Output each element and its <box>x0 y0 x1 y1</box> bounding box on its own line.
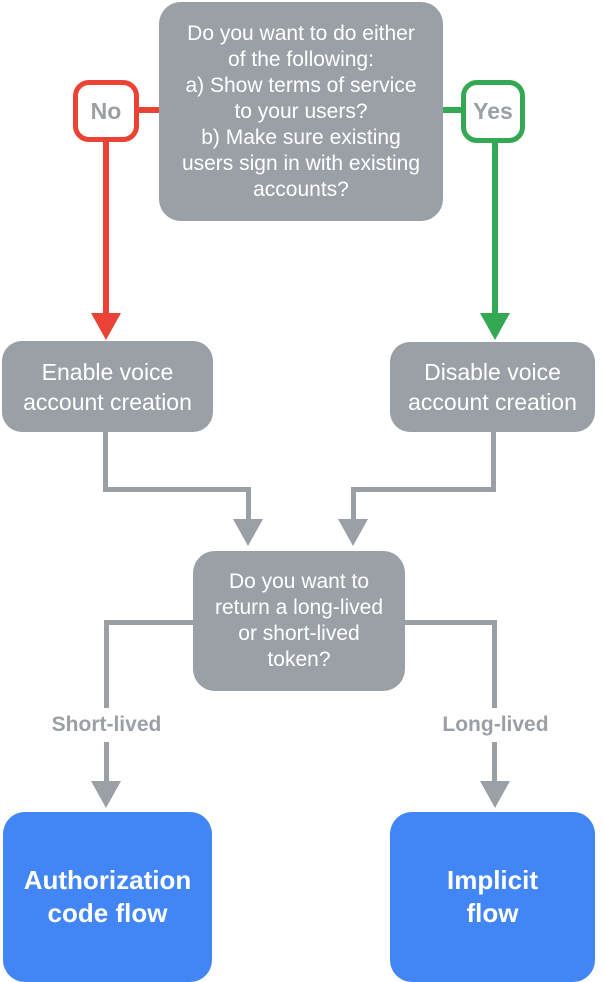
yes-branch-vertical-line <box>492 141 498 314</box>
implicit-flow-box: Implicit flow <box>390 812 595 982</box>
short-lived-arrowhead-icon <box>91 781 121 808</box>
short-lived-vertical-line <box>104 620 109 782</box>
implicit-flow-text: Implicit flow <box>446 865 538 928</box>
authorization-code-flow-text: Authorization code flow <box>23 865 192 928</box>
enable-voice-text: Enable voice account creation <box>23 358 192 415</box>
enable-elbow-drop-line <box>246 487 251 520</box>
long-lived-vertical-line <box>492 620 497 782</box>
token-question-text: Do you want to return a long-lived or sh… <box>214 570 384 671</box>
yes-branch-horizontal-line <box>443 107 461 113</box>
yes-badge-text: Yes <box>473 98 513 124</box>
disable-elbow-horizontal-line <box>351 487 496 492</box>
enable-elbow-vertical-line <box>103 430 108 490</box>
no-badge-text: No <box>90 97 122 124</box>
disable-elbow-arrowhead-icon <box>338 519 368 546</box>
no-branch-vertical-line <box>103 140 109 314</box>
disable-elbow-vertical-line <box>491 429 496 490</box>
token-question-box: Do you want to return a long-lived or sh… <box>193 551 405 691</box>
long-lived-arrowhead-icon <box>480 781 510 808</box>
short-lived-horizontal-line <box>104 620 193 625</box>
long-lived-label: Long-lived <box>411 708 580 742</box>
top-question-box: Do you want to do either of the followin… <box>159 2 443 221</box>
yes-branch-arrowhead-icon <box>480 313 510 340</box>
disable-elbow-drop-line <box>351 487 356 520</box>
long-lived-label-text: Long-lived <box>442 713 549 736</box>
long-lived-horizontal-line <box>405 620 495 625</box>
no-branch-horizontal-line <box>139 107 159 113</box>
top-question-text: Do you want to do either of the followin… <box>181 21 421 201</box>
enable-elbow-horizontal-line <box>103 487 251 492</box>
enable-voice-box: Enable voice account creation <box>2 341 213 432</box>
disable-voice-box: Disable voice account creation <box>390 342 595 432</box>
no-branch-arrowhead-icon <box>91 313 121 340</box>
no-badge: No <box>73 80 139 142</box>
disable-voice-text: Disable voice account creation <box>408 359 577 415</box>
authorization-code-flow-box: Authorization code flow <box>3 812 212 982</box>
enable-elbow-arrowhead-icon <box>233 519 263 546</box>
short-lived-label: Short-lived <box>21 708 192 742</box>
short-lived-label-text: Short-lived <box>51 713 162 736</box>
yes-badge: Yes <box>461 80 525 143</box>
